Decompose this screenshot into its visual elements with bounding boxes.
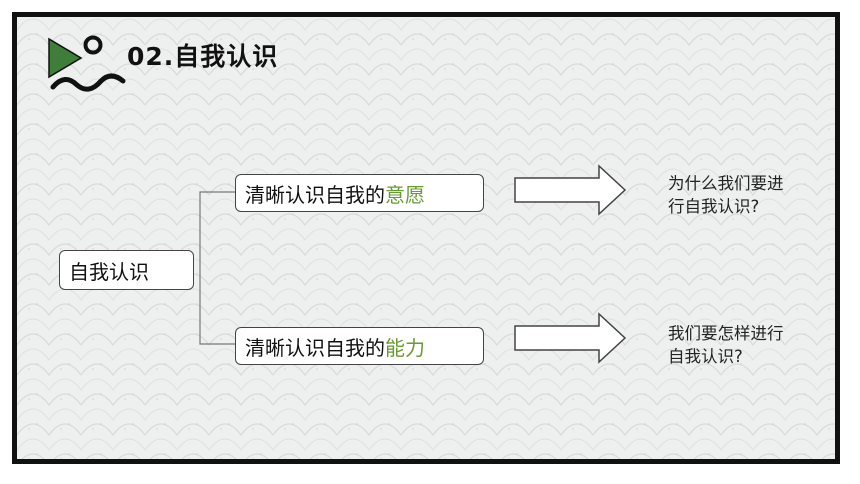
note-line: 自我认识? <box>668 347 743 366</box>
root-node-label: 自我认识 <box>69 259 149 284</box>
wave-pattern-background <box>17 17 835 459</box>
note-line: 行自我认识? <box>668 197 760 216</box>
question-note: 为什么我们要进 行自我认识? <box>668 172 835 218</box>
page-title: 02.自我认识 <box>127 42 279 71</box>
wave-icon <box>50 73 126 92</box>
header-logo <box>48 35 126 92</box>
tree-connector <box>199 191 235 345</box>
branch-node-ability: 清晰认识自我的能力 <box>235 327 484 365</box>
root-node: 自我认识 <box>59 250 194 290</box>
play-triangle-icon <box>48 37 83 79</box>
right-arrow-icon <box>514 312 627 364</box>
note-line: 我们要怎样进行 <box>668 324 784 343</box>
circle-icon <box>83 35 103 55</box>
branch-node-text: 清晰认识自我的 <box>245 335 385 360</box>
branch-node-highlight: 能力 <box>385 335 425 360</box>
slide-frame: 02.自我认识 自我认识 清晰认识自我的意愿 清晰认识自我的能力 为什么我们要进… <box>12 12 840 464</box>
note-line: 为什么我们要进 <box>668 174 784 193</box>
branch-node-text: 清晰认识自我的 <box>245 182 385 207</box>
branch-node-highlight: 意愿 <box>385 182 425 207</box>
question-note: 我们要怎样进行 自我认识? <box>668 322 835 368</box>
right-arrow-icon <box>514 164 627 216</box>
branch-node-willingness: 清晰认识自我的意愿 <box>235 174 484 212</box>
